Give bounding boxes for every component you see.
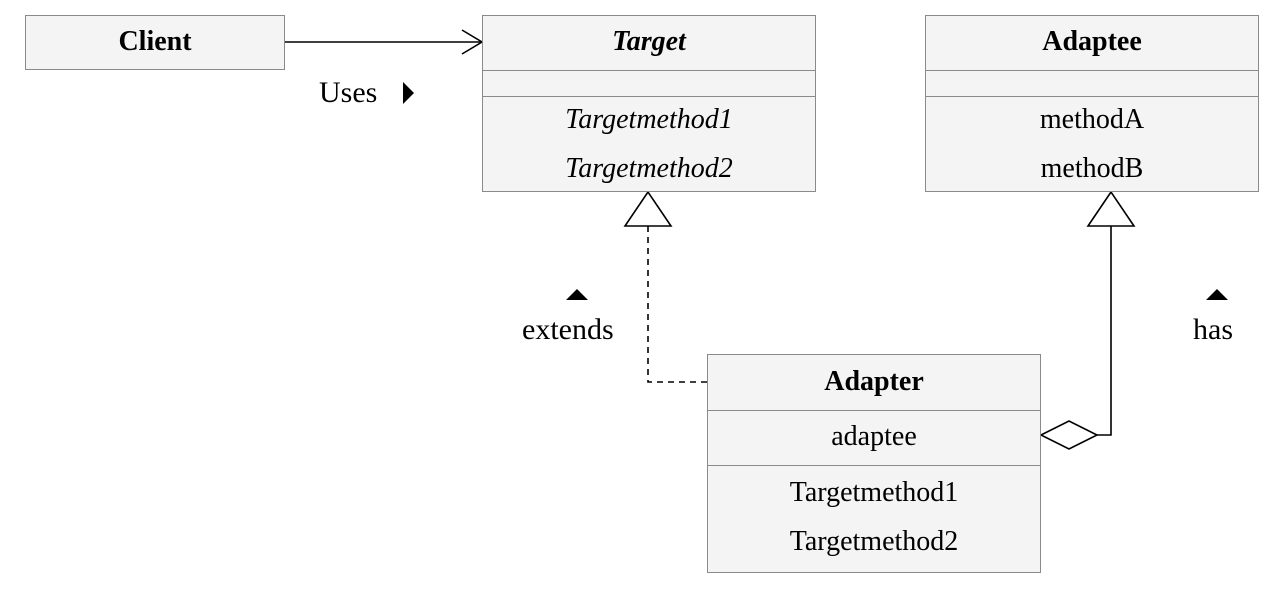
aggregation-diamond bbox=[1039, 420, 1099, 450]
uses-label: Uses bbox=[319, 76, 378, 109]
target-attributes-divider bbox=[483, 70, 815, 71]
extends-label: extends bbox=[522, 313, 614, 346]
adaptee-methods-divider bbox=[926, 96, 1258, 97]
adapter-methods-divider bbox=[708, 465, 1040, 466]
adapter-class[interactable]: Adapter adaptee Targetmethod1 Targetmeth… bbox=[707, 354, 1041, 573]
adaptee-method-1: methodA bbox=[1039, 104, 1145, 135]
has-arrowhead bbox=[1086, 190, 1136, 227]
has-label: has bbox=[1193, 313, 1233, 346]
adaptee-method-2: methodB bbox=[1040, 153, 1144, 184]
adapter-method-2: Targetmethod2 bbox=[789, 526, 959, 557]
adapter-attribute: adaptee bbox=[831, 421, 917, 452]
adapter-method-1: Targetmethod1 bbox=[789, 477, 959, 508]
has-direction-icon bbox=[1206, 289, 1228, 300]
target-class[interactable]: Target Targetmethod1 Targetmethod2 bbox=[482, 15, 816, 192]
adaptee-class-name: Adaptee bbox=[1042, 26, 1142, 57]
adaptee-class[interactable]: Adaptee methodA methodB bbox=[925, 15, 1259, 192]
adapter-class-name: Adapter bbox=[824, 366, 924, 397]
adaptee-attributes-divider bbox=[926, 70, 1258, 71]
adapter-attributes-divider bbox=[708, 410, 1040, 411]
target-class-name: Target bbox=[612, 26, 686, 57]
target-method-2: Targetmethod2 bbox=[565, 153, 733, 184]
has-line bbox=[1097, 226, 1112, 436]
extends-direction-icon bbox=[566, 289, 588, 300]
extends-line bbox=[647, 226, 707, 383]
target-methods-divider bbox=[483, 96, 815, 97]
client-class[interactable]: Client bbox=[25, 15, 285, 70]
extends-arrowhead bbox=[623, 190, 673, 227]
uses-direction-icon bbox=[403, 82, 414, 104]
target-method-1: Targetmethod1 bbox=[565, 104, 733, 135]
client-class-name: Client bbox=[118, 26, 192, 57]
